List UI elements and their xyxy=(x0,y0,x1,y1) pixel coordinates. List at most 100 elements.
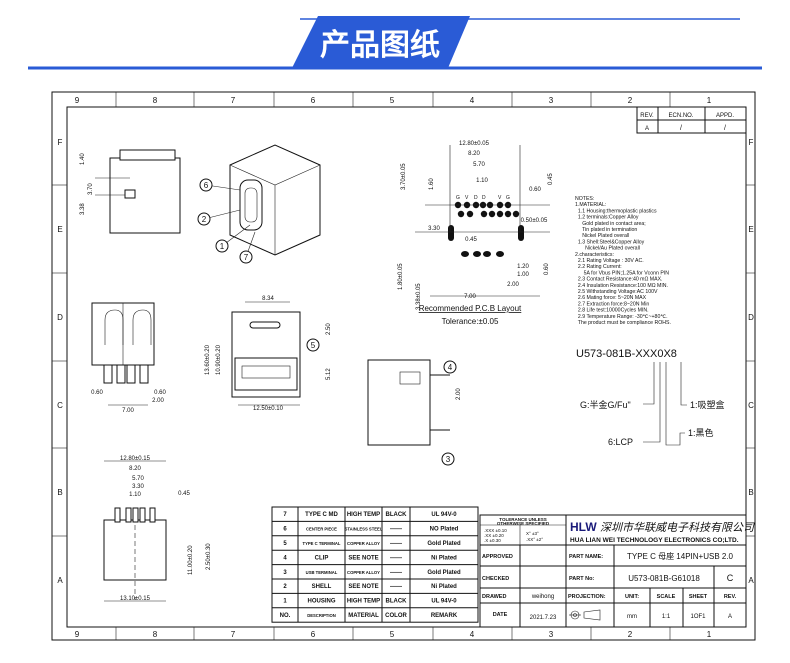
dim-text: 2.00 xyxy=(152,398,164,404)
zone-column-label: 9 xyxy=(75,96,80,105)
tolerance-value: .XX ±0.20 xyxy=(484,533,504,538)
bom-cell: NO Plated xyxy=(430,527,459,533)
pcb-mount-hole xyxy=(448,225,454,241)
dim-text: 12.80±0.15 xyxy=(120,456,151,462)
bom-cell: 5 xyxy=(283,541,287,547)
bom-cell: NO. xyxy=(280,613,291,619)
callout-bubble xyxy=(197,212,211,226)
tolerance-value: .XX° ±2° xyxy=(526,537,543,542)
bom-cell: 7 xyxy=(283,512,287,518)
appd-value: / xyxy=(724,125,726,132)
banner: 产品图纸 xyxy=(28,16,762,70)
zone-row-label: F xyxy=(58,138,63,147)
note-line: 1.3 Shell:Steel&Copper Alloy xyxy=(575,239,645,245)
zone-column-label: 3 xyxy=(549,96,554,105)
bom-cell: SEE NOTE xyxy=(348,584,378,590)
dim-text: 2.00 xyxy=(456,388,462,400)
note-line: 1.2 terminals:Copper Alloy xyxy=(575,215,639,221)
zone-row-label: C xyxy=(57,401,63,410)
bom-cell: Ni Plated xyxy=(431,584,457,590)
tolerance-value: X° ±3° xyxy=(526,531,539,536)
pcb-pad xyxy=(466,210,474,218)
rev-value: A xyxy=(728,614,732,620)
dim-text: 0.60 xyxy=(91,390,103,396)
dim-text: 12.80±0.05 xyxy=(459,141,490,147)
bom-cell: —— xyxy=(390,570,402,576)
pcb-pad xyxy=(496,210,504,218)
bom-cell: Ni Plated xyxy=(431,555,457,561)
callout-5: 5 xyxy=(311,341,316,350)
pcb-pad xyxy=(504,210,512,218)
front-view-left: 0.60 0.60 2.00 7.00 xyxy=(91,302,166,414)
company-name-cn: 深圳市华联威电子科技有限公司 xyxy=(600,521,755,534)
bom-cell: —— xyxy=(390,527,402,533)
appd-header: APPD. xyxy=(716,113,734,119)
bom-cell: —— xyxy=(390,541,402,547)
dim-text: 5.12 xyxy=(326,368,332,380)
pcb-pad xyxy=(488,210,496,218)
projection-label: PROJECTION: xyxy=(568,594,606,600)
callout-bubble xyxy=(239,250,253,264)
pcb-pad xyxy=(496,251,504,257)
bom-cell: SEE NOTE xyxy=(348,555,378,561)
pin-label: V xyxy=(498,195,502,201)
zone-column-label: 2 xyxy=(628,630,633,639)
drawed-value: weihong xyxy=(531,594,554,600)
bom-cell: 3 xyxy=(283,570,287,576)
package-option: 1:吸塑盒 xyxy=(690,399,725,410)
sheet-value: 1OF1 xyxy=(690,614,706,620)
dim-text: 3.70 xyxy=(88,183,94,195)
part-no-label: PART No: xyxy=(569,576,594,582)
note-line: 2.characteristics: xyxy=(575,252,614,258)
note-line: 2.1 Rating Voltage : 30V AC. xyxy=(575,258,644,264)
bom-cell: CENTER PIECE xyxy=(306,527,337,532)
note-line: Gold plated in contact area; xyxy=(575,221,646,227)
tolerance-title: OTHERWISE SPECIFIED xyxy=(497,521,550,526)
part-code-breakdown: U573-081B-XXX0X8 G:半金G/Fu" 6:LCP 1:黑色 1:… xyxy=(576,348,725,447)
note-line: Nickel/Au Plated overall xyxy=(575,246,640,252)
dim-text: 7.00 xyxy=(122,408,134,414)
bom-cell: HOUSING xyxy=(307,599,335,605)
color-option: 1:黑色 xyxy=(688,427,714,438)
bom-cell: REMARK xyxy=(431,613,458,619)
notes: NOTES:1.MATERIAL: 1.1 Housing:thermoplas… xyxy=(575,196,671,326)
note-line: 2.5 Withstanding Voltage:AC 100V xyxy=(575,289,658,295)
pcb-pad xyxy=(480,210,488,218)
zone-column-label: 3 xyxy=(549,630,554,639)
sheet-label: SHEET xyxy=(689,594,708,600)
pin-label: V xyxy=(465,195,469,201)
dim-text: 3.30 xyxy=(132,484,144,490)
note-line: 2.7 Extraction force:8~20N Min xyxy=(575,301,649,307)
dim-text: 3.38±0.05 xyxy=(416,283,422,310)
note-line: NOTES: xyxy=(575,196,594,202)
pcb-tolerance: Tolerance:±0.05 xyxy=(442,317,499,326)
rev-label: REV. xyxy=(724,594,737,600)
dim-text: 0.45 xyxy=(178,491,190,497)
bom-cell: 2 xyxy=(283,584,287,590)
note-line: 2.9 Temperature Range: -30℃~+80℃. xyxy=(575,314,668,320)
dim-text: 1.40 xyxy=(80,153,86,165)
zone-row-label: D xyxy=(57,313,63,322)
dim-text: 13.60±0.20 xyxy=(205,344,211,375)
note-line: 5A for Vbus PIN;1.25A for Vconn PIN xyxy=(575,270,669,276)
bom-cell: 4 xyxy=(283,555,287,561)
note-line: 2.3 Contact Resistance:40 mΩ MAX. xyxy=(575,277,663,283)
bom-cell: BLACK xyxy=(386,599,408,605)
bom-cell: 6 xyxy=(283,527,287,533)
zone-column-label: 1 xyxy=(707,96,712,105)
pin-label: G xyxy=(506,195,510,201)
pin-label: D xyxy=(474,195,478,201)
dim-text: 1.20 xyxy=(517,264,529,270)
ecn-header: ECN.NO. xyxy=(668,113,693,119)
approved-label: APPROVED xyxy=(482,554,513,560)
dim-text: 1.80±0.05 xyxy=(398,263,404,290)
dim-text: 13.10±0.15 xyxy=(120,596,151,602)
callout-number: 6 xyxy=(204,181,209,190)
